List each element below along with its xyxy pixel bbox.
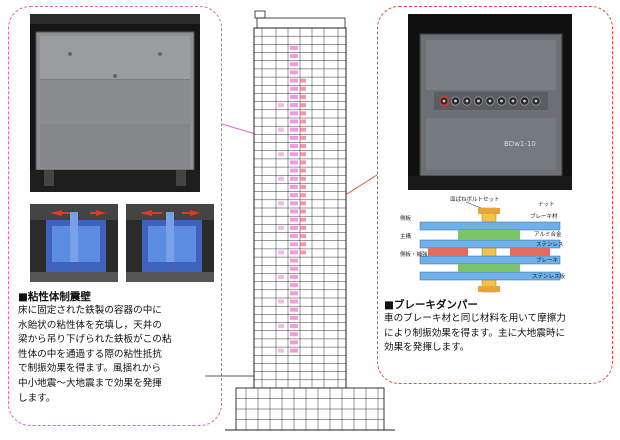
viscous-wall-schematic-right <box>126 204 214 282</box>
viscous-line-2: 水飴状の粘性体を充填し，天井の <box>18 319 162 331</box>
brake-damper-title: ■ブレーキダンパー <box>384 299 478 311</box>
label-side-reinforce: 側板・補強 <box>400 250 428 258</box>
label-aluminum: アルミ合金 <box>534 230 562 238</box>
label-nut: ナット <box>538 201 555 208</box>
viscous-line-3: 梁から吊り下げられた鉄板がこの粘 <box>18 334 172 346</box>
viscous-wall-description: 床に固定された鉄製の容器の中に 水飴状の粘性体を充填し，天井の 梁から吊り下げら… <box>18 304 218 406</box>
label-main: 主構 <box>400 232 412 240</box>
viscous-line-1: 床に固定された鉄製の容器の中に <box>18 305 162 316</box>
damper-photo-label: BDw1-10 <box>504 140 536 148</box>
label-stainless-plate: ステンレス板 <box>532 272 566 280</box>
label-brake: ブレーキ <box>536 256 558 264</box>
label-side-plate: 側板 <box>400 214 412 222</box>
brake-line-3: 効果を発揮します。 <box>384 342 470 354</box>
label-bolt-set: 皿ばねボルトセット <box>450 195 500 203</box>
brake-damper-description: 車のブレーキ材と同じ材料を用いて摩擦力 により制振効果を得ます。主に大地震時に … <box>384 312 610 356</box>
brake-line-1: 車のブレーキ材と同じ材料を用いて摩擦力 <box>384 313 566 324</box>
viscous-wall-schematic-left <box>30 204 118 282</box>
viscous-wall-photo <box>30 14 200 192</box>
brake-damper-photo: BDw1-10 <box>408 14 572 190</box>
brake-line-2: により制振効果を得ます。主に大地震時に <box>384 327 566 339</box>
brake-damper-panel <box>377 6 613 384</box>
viscous-wall-title: ■粘性体制震壁 <box>18 291 91 303</box>
viscous-wall-panel <box>8 6 222 426</box>
viscous-line-7: します。 <box>18 392 56 404</box>
viscous-line-4: 性体の中を通過する際の粘性抵抗 <box>18 348 162 360</box>
label-brake-material: ブレーキ材 <box>530 212 558 220</box>
viscous-line-5: で制振効果を得ます。風揺れから <box>18 363 161 375</box>
viscous-line-6: 中小地震～大地震まで効果を発揮 <box>18 377 162 389</box>
label-stainless: ステンレス <box>536 241 564 248</box>
brake-damper-cross-section: 皿ばねボルトセット 側板 主構 側板・補強 ナット ブレーキ材 アルミ合金 ステ… <box>400 195 566 293</box>
